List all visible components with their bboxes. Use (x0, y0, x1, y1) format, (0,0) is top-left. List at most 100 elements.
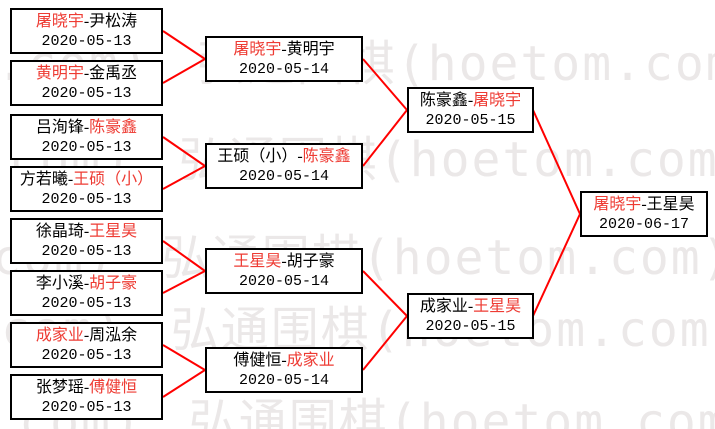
player1-name: 王硕（小） (217, 147, 298, 165)
match-date: 2020-05-15 (425, 111, 516, 129)
player2-name: 金禹丞 (89, 64, 138, 82)
player2-name: 屠晓宇 (473, 91, 522, 109)
player1-name: 成家业 (35, 326, 84, 344)
dash-separator: - (83, 12, 90, 30)
match-date: 2020-06-17 (598, 215, 689, 233)
dash-separator: - (281, 252, 287, 270)
match-players: 吕洵锋-陈豪鑫 (36, 118, 137, 138)
match-date: 2020-05-13 (41, 32, 132, 50)
dash-separator: - (281, 40, 287, 58)
dash-separator: - (83, 274, 90, 292)
bracket-line (162, 270, 206, 294)
dash-separator: - (83, 118, 90, 136)
player1-name: 黄明宇 (35, 64, 84, 82)
match-box-r2-m3: 王星昊-胡子豪 2020-05-14 (205, 248, 363, 294)
player1-name: 李小溪 (35, 274, 84, 292)
match-players: 屠晓宇-王星昊 (593, 195, 694, 215)
player1-name: 吕洵锋 (35, 118, 84, 136)
bracket-line (162, 240, 206, 272)
dash-separator: - (83, 222, 90, 240)
match-players: 徐晶琦-王星昊 (36, 222, 137, 242)
player2-name: 王星昊 (473, 297, 522, 315)
bracket-line (362, 315, 408, 371)
bracket-line (162, 344, 206, 371)
player2-name: 陈豪鑫 (89, 118, 138, 136)
match-players: 陈豪鑫-屠晓宇 (420, 91, 521, 111)
bracket-line (362, 109, 408, 167)
match-box-r2-m1: 屠晓宇-黄明宇 2020-05-14 (205, 36, 363, 82)
match-date: 2020-05-13 (41, 294, 132, 312)
dash-separator: - (467, 297, 474, 315)
match-box-r1-m3: 吕洵锋-陈豪鑫 2020-05-13 (10, 114, 163, 160)
match-players: 王星昊-胡子豪 (233, 252, 334, 272)
player2-name: 陈豪鑫 (302, 147, 351, 165)
match-box-final: 屠晓宇-王星昊 2020-06-17 (580, 191, 708, 237)
match-box-sf-m2: 成家业-王星昊 2020-05-15 (407, 293, 534, 339)
player2-name: 尹松涛 (89, 12, 138, 30)
match-box-r1-m6: 李小溪-胡子豪 2020-05-13 (10, 270, 163, 316)
match-date: 2020-05-13 (41, 138, 132, 156)
bracket-line (532, 109, 581, 215)
match-box-r2-m4: 傅健恒-成家业 2020-05-14 (205, 347, 363, 393)
match-players: 黄明宇-金禹丞 (36, 64, 137, 84)
match-players: 王硕（小）-陈豪鑫 (217, 147, 350, 167)
dash-separator: - (83, 64, 90, 82)
match-box-r1-m8: 张梦瑶-傅健恒 2020-05-13 (10, 374, 163, 420)
dash-separator: - (297, 147, 303, 165)
match-box-r1-m1: 屠晓宇-尹松涛 2020-05-13 (10, 8, 163, 54)
match-players: 傅健恒-成家业 (233, 351, 334, 371)
bracket-line (362, 270, 408, 317)
match-date: 2020-05-13 (41, 346, 132, 364)
player2-name: 王硕（小） (73, 170, 154, 188)
match-players: 屠晓宇-尹松涛 (36, 12, 137, 32)
bracket-line (162, 369, 206, 398)
match-date: 2020-05-14 (238, 272, 329, 290)
match-players: 屠晓宇-黄明宇 (233, 40, 334, 60)
match-date: 2020-05-14 (238, 60, 329, 78)
match-date: 2020-05-13 (41, 190, 132, 208)
match-players: 方若曦-王硕（小） (20, 170, 153, 190)
match-box-r1-m5: 徐晶琦-王星昊 2020-05-13 (10, 218, 163, 264)
match-date: 2020-05-13 (41, 242, 132, 260)
bracket-line (162, 165, 206, 190)
dash-separator: - (67, 170, 74, 188)
player2-name: 王星昊 (646, 195, 695, 213)
player1-name: 屠晓宇 (233, 40, 282, 58)
match-date: 2020-05-14 (238, 371, 329, 389)
bracket-line (162, 30, 206, 60)
player2-name: 胡子豪 (286, 252, 335, 270)
player2-name: 周泓余 (89, 326, 138, 344)
match-date: 2020-05-14 (238, 167, 329, 185)
player1-name: 屠晓宇 (593, 195, 642, 213)
player2-name: 黄明宇 (286, 40, 335, 58)
match-players: 张梦瑶-傅健恒 (36, 378, 137, 398)
dash-separator: - (467, 91, 474, 109)
dash-separator: - (641, 195, 647, 213)
player1-name: 屠晓宇 (35, 12, 84, 30)
player1-name: 方若曦 (19, 170, 68, 188)
match-date: 2020-05-13 (41, 398, 132, 416)
player1-name: 陈豪鑫 (419, 91, 468, 109)
player1-name: 傅健恒 (233, 351, 282, 369)
match-box-r1-m2: 黄明宇-金禹丞 2020-05-13 (10, 60, 163, 106)
dash-separator: - (83, 326, 90, 344)
match-date: 2020-05-13 (41, 84, 132, 102)
match-players: 成家业-王星昊 (420, 297, 521, 317)
player2-name: 傅健恒 (89, 378, 138, 396)
player1-name: 徐晶琦 (35, 222, 84, 240)
player2-name: 胡子豪 (89, 274, 138, 292)
bracket-line (162, 136, 206, 167)
dash-separator: - (281, 351, 287, 369)
match-box-sf-m1: 陈豪鑫-屠晓宇 2020-05-15 (407, 87, 534, 133)
bracket-line (362, 58, 408, 111)
bracket-line (532, 213, 581, 317)
match-players: 成家业-周泓余 (36, 326, 137, 346)
player2-name: 成家业 (286, 351, 335, 369)
match-players: 李小溪-胡子豪 (36, 274, 137, 294)
player1-name: 张梦瑶 (35, 378, 84, 396)
match-box-r1-m7: 成家业-周泓余 2020-05-13 (10, 322, 163, 368)
dash-separator: - (83, 378, 90, 396)
match-box-r1-m4: 方若曦-王硕（小） 2020-05-13 (10, 166, 163, 212)
